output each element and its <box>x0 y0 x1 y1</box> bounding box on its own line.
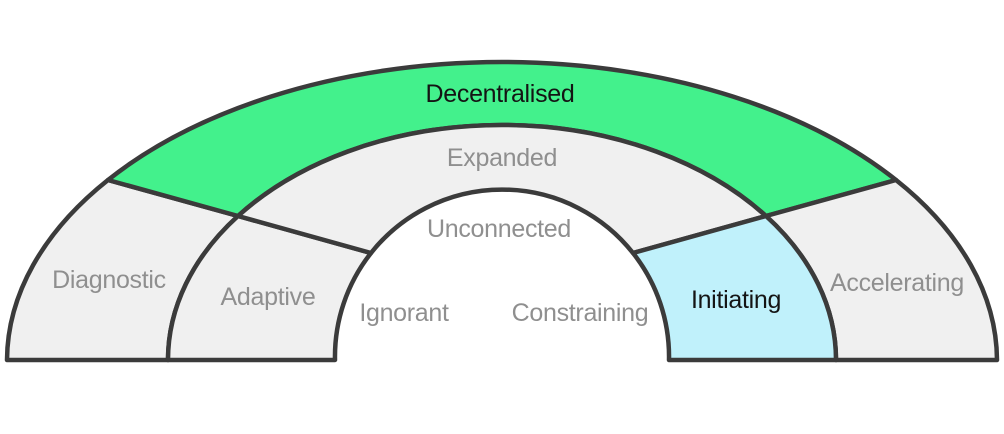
label-initiating: Initiating <box>691 286 781 314</box>
outer-ring <box>4 59 1000 363</box>
label-unconnected: Unconnected <box>427 215 571 243</box>
labels: Decentralised Expanded Unconnected Diagn… <box>52 80 964 327</box>
label-diagnostic: Diagnostic <box>52 266 166 294</box>
label-adaptive: Adaptive <box>221 283 316 311</box>
label-accelerating: Accelerating <box>830 269 964 297</box>
label-expanded: Expanded <box>447 144 557 172</box>
label-decentralised: Decentralised <box>426 80 575 108</box>
segment-initiating <box>630 213 839 363</box>
label-constraining: Constraining <box>512 299 649 327</box>
middle-ring <box>165 122 839 363</box>
label-ignorant: Ignorant <box>359 299 449 327</box>
segment-expanded <box>235 122 769 256</box>
